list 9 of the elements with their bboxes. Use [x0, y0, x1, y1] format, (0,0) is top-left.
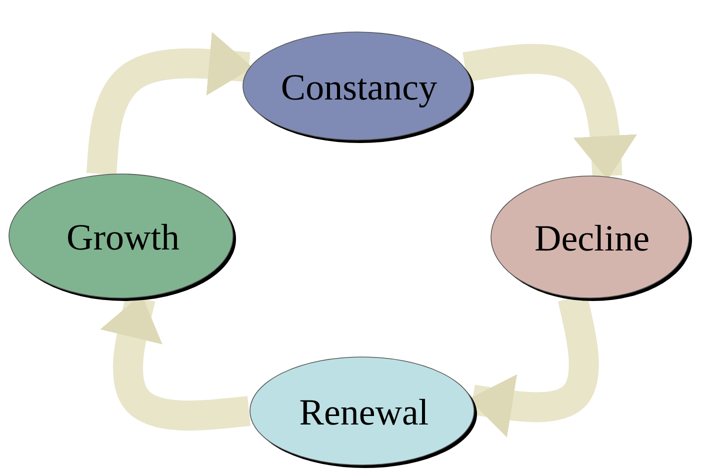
- ellipse-node: [8, 173, 238, 303]
- curved-arrow: [86, 32, 253, 176]
- node-label: Renewal: [298, 392, 430, 434]
- ellipse-node: [490, 175, 694, 303]
- node-label: Decline: [533, 218, 651, 260]
- ellipse-node: [249, 356, 479, 470]
- node-label: Growth: [65, 216, 181, 260]
- ellipse-node: [242, 31, 476, 145]
- node-label: Constancy: [280, 66, 438, 110]
